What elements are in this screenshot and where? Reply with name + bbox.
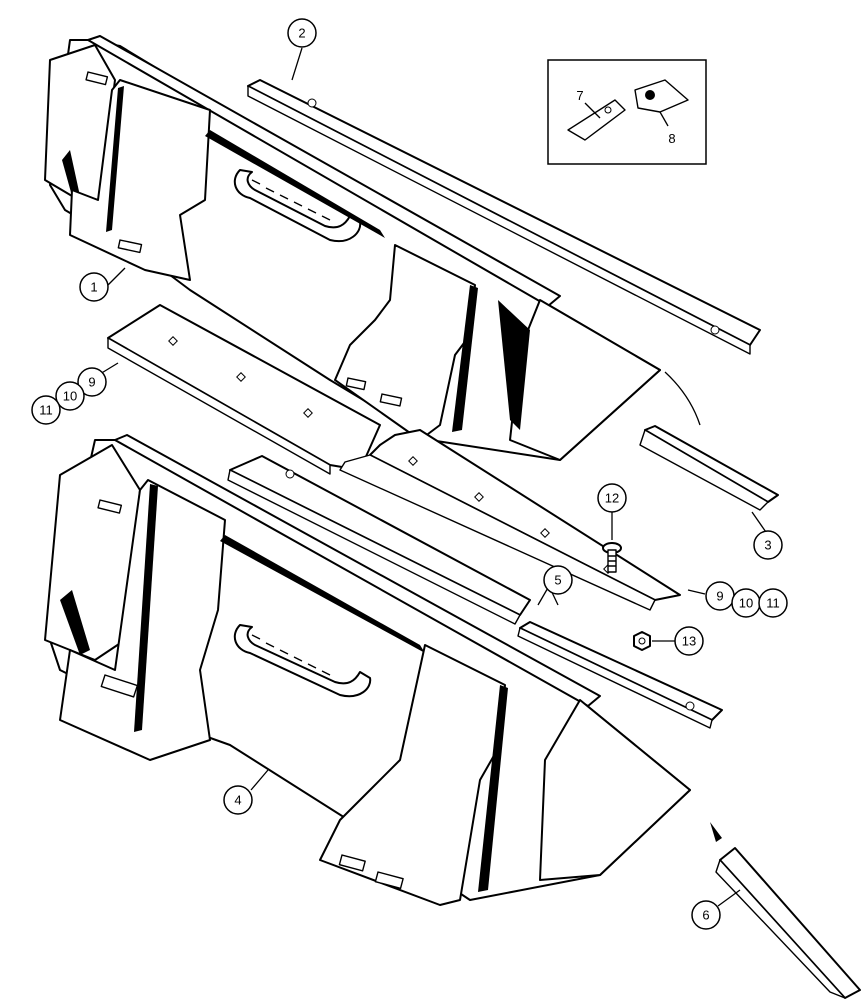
bolt-on-edge-upper: [107, 304, 381, 475]
callout-1: 1: [79, 272, 109, 302]
svg-text:6: 6: [702, 908, 709, 923]
leader-lines: [99, 47, 769, 907]
cutting-edge-bar-upper: [247, 79, 761, 355]
callout-3: 3: [753, 530, 783, 560]
svg-text:11: 11: [766, 596, 780, 611]
svg-text:4: 4: [234, 793, 241, 808]
callout-11-upper: 11: [31, 395, 61, 425]
lower-bucket: [44, 434, 691, 906]
svg-text:9: 9: [716, 589, 723, 604]
svg-text:1: 1: [90, 280, 97, 295]
callout-10-lower: 10: [731, 588, 761, 618]
callout-6: 6: [691, 900, 721, 930]
callout-9-lower: 9: [705, 581, 735, 611]
svg-text:13: 13: [682, 634, 696, 649]
callout-11-lower: 11: [758, 588, 788, 618]
callout-10-upper: 10: [55, 381, 85, 411]
svg-text:9: 9: [88, 375, 95, 390]
callout-13: 13: [674, 626, 704, 656]
svg-text:12: 12: [605, 491, 619, 506]
callout-5: 5: [543, 565, 573, 595]
teeth-inset: 7 8: [547, 59, 707, 165]
inset-label-7: 7: [576, 88, 583, 103]
svg-text:5: 5: [554, 573, 561, 588]
side-wear-plate-upper: [639, 371, 779, 511]
side-wear-plate-lower: [710, 822, 861, 999]
hex-nut: [633, 631, 651, 651]
svg-text:2: 2: [298, 26, 305, 41]
svg-text:3: 3: [764, 538, 771, 553]
callout-12: 12: [597, 483, 627, 513]
bolt-on-edge-lower: [339, 429, 681, 611]
callout-4: 4: [223, 785, 253, 815]
callout-9-upper: 9: [77, 367, 107, 397]
lower-edge-pieces: [227, 455, 723, 729]
plow-bolt: [602, 542, 622, 573]
upper-bucket: [44, 35, 661, 461]
svg-text:10: 10: [739, 596, 753, 611]
svg-text:11: 11: [39, 403, 53, 418]
svg-text:10: 10: [63, 389, 77, 404]
callout-2: 2: [287, 18, 317, 48]
inset-label-8: 8: [668, 131, 675, 146]
